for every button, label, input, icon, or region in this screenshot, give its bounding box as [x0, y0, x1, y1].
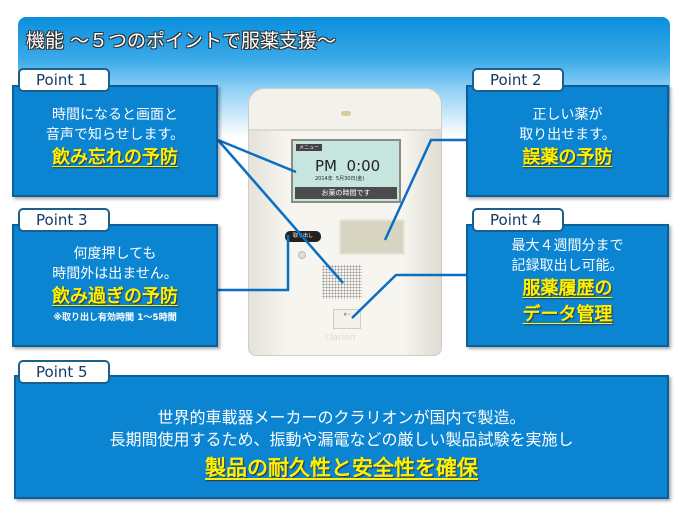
brand-logo: clarion — [325, 333, 356, 343]
point1-panel: 時間になると画面と 音声で知らせします。 飲み忘れの予防 — [12, 85, 218, 197]
point5-text: 世界的車載器メーカーのクラリオンが国内で製造。 — [157, 408, 526, 427]
screen-message: お薬の時間です — [295, 187, 397, 199]
point2-tab: Point 2 — [472, 68, 564, 92]
clock-date: 2014年 5月30日(金) — [315, 176, 365, 182]
point4-highlight: データ管理 — [522, 304, 613, 325]
point3-text: 時間外は出ません。 — [52, 266, 178, 282]
point5-text: 長期間使用するため、振動や漏電などの厳しい製品試験を実施し — [109, 430, 574, 449]
page-title: 機能 ～５つのポイントで服薬支援～ — [26, 30, 337, 52]
dispense-tray[interactable] — [339, 219, 405, 255]
point1-tab: Point 1 — [18, 68, 110, 92]
point4-highlight: 服薬履歴の — [522, 278, 613, 299]
point5-tab: Point 5 — [18, 360, 110, 384]
point5-panel: 世界的車載器メーカーのクラリオンが国内で製造。 長期間使用するため、振動や漏電な… — [14, 375, 669, 499]
point2-text: 取り出せます。 — [519, 127, 616, 143]
point3-text: 何度押しても — [73, 246, 157, 262]
point1-highlight: 飲み忘れの予防 — [52, 147, 178, 168]
point3-panel: 何度押しても 時間外は出ません。 飲み過ぎの予防 ※取り出し有効時間 1～5時間 — [12, 224, 218, 347]
device-screen: メニュー PM 0:00 2014年 5月30日(金) お薬の時間です — [291, 139, 401, 203]
menu-label[interactable]: メニュー — [296, 144, 323, 151]
point1-text: 音声で知らせします。 — [45, 127, 185, 143]
point2-highlight: 誤薬の予防 — [522, 147, 613, 168]
point4-tab: Point 4 — [472, 208, 564, 232]
point4-text: 記録取出し可能。 — [511, 258, 624, 274]
point3-note: ※取り出し有効時間 1～5時間 — [53, 313, 177, 323]
point5-highlight: 製品の耐久性と安全性を確保 — [205, 456, 478, 480]
point2-text: 正しい薬が — [532, 107, 603, 123]
connector-point4-usb — [351, 273, 466, 319]
point3-highlight: 飲み過ぎの予防 — [52, 286, 178, 307]
usb-port-cover[interactable]: ⇠ — [333, 309, 361, 329]
point1-text: 時間になると画面と — [52, 107, 178, 123]
clock-time: PM 0:00 — [315, 157, 381, 175]
medicine-dispenser-device: メニュー PM 0:00 2014年 5月30日(金) お薬の時間です 取り出し… — [248, 88, 442, 356]
indicator-led — [298, 251, 306, 259]
connector-point1-screen — [217, 138, 297, 174]
point3-tab: Point 3 — [18, 208, 110, 232]
point4-text: 最大４週間分まで — [511, 238, 624, 254]
point2-panel: 正しい薬が 取り出せます。 誤薬の予防 — [466, 85, 669, 197]
connector-point2-tray — [383, 138, 466, 241]
connector-point1-speaker — [217, 139, 344, 284]
connector-point3-button — [218, 235, 290, 292]
point4-panel: 最大４週間分まで 記録取出し可能。 服薬履歴の データ管理 — [466, 224, 669, 347]
